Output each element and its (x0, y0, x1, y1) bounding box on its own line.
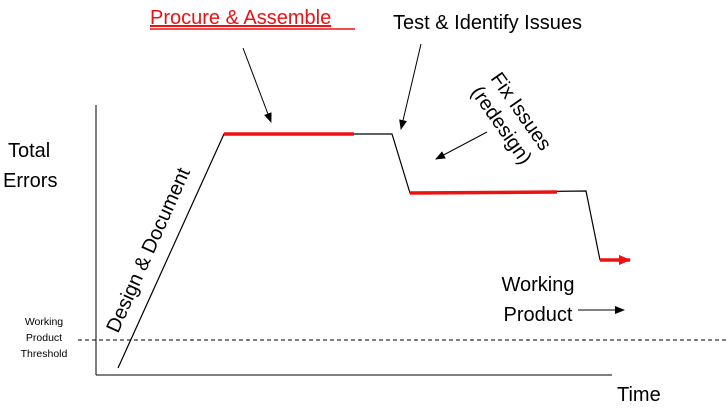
fix-issues-label-group: Fix Issues (redesign) (466, 68, 555, 168)
total-label-line1: Total (8, 140, 50, 162)
time-label: Time (617, 384, 661, 406)
fix-pointer-arrow (435, 131, 488, 160)
threshold-label-line3: Threshold (21, 348, 68, 360)
test-label: Test & Identify Issues (393, 12, 582, 34)
threshold-label-line1: Working (25, 316, 63, 328)
design-label: Design & Document (102, 164, 195, 336)
total-label-line2: Errors (3, 170, 57, 192)
threshold-label-line2: Product (26, 332, 62, 344)
procure-label: Procure & Assemble (150, 7, 331, 29)
error-curve (117, 133, 601, 369)
fix-segment (409, 190, 558, 195)
working-product-line1: Working (502, 274, 575, 296)
test-pointer-arrow (399, 43, 422, 130)
procure-pointer-arrow (242, 47, 272, 123)
working-product-line2: Product (504, 304, 573, 326)
